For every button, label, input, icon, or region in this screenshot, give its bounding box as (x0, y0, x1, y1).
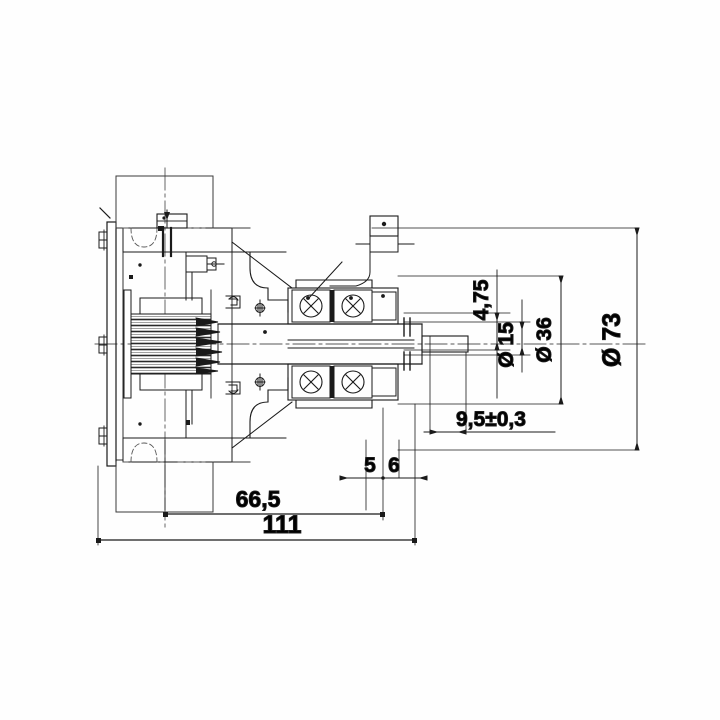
dim-111 (96, 538, 417, 543)
dim-5-label: 5 (364, 454, 376, 477)
bearing-leader-line (307, 261, 343, 300)
ball-bearing-pair (291, 289, 397, 399)
housing-body-upper (115, 175, 233, 301)
dim-d36-label: Ø 36 (533, 317, 556, 363)
dim-111-label: 111 (263, 511, 302, 539)
dim-d73-label: Ø 73 (598, 313, 626, 367)
dim-9-5-label: 9,5±0,3 (456, 408, 526, 431)
dim-66-5 (163, 512, 385, 517)
rotor-hub (210, 227, 293, 463)
mounting-flange-left (98, 207, 124, 467)
dim-5 (339, 475, 385, 481)
extension-lines (97, 227, 639, 546)
housing-body-lower (115, 389, 233, 513)
dim-d15-label: Ø 15 (495, 322, 518, 368)
dim-6-label: 6 (388, 454, 400, 477)
dim-66-5-label: 66,5 (236, 486, 281, 512)
electromagnetic-coil-winding (123, 289, 223, 399)
dim-4-75-label: 4,75 (470, 279, 493, 320)
upper-bracket (329, 215, 415, 287)
